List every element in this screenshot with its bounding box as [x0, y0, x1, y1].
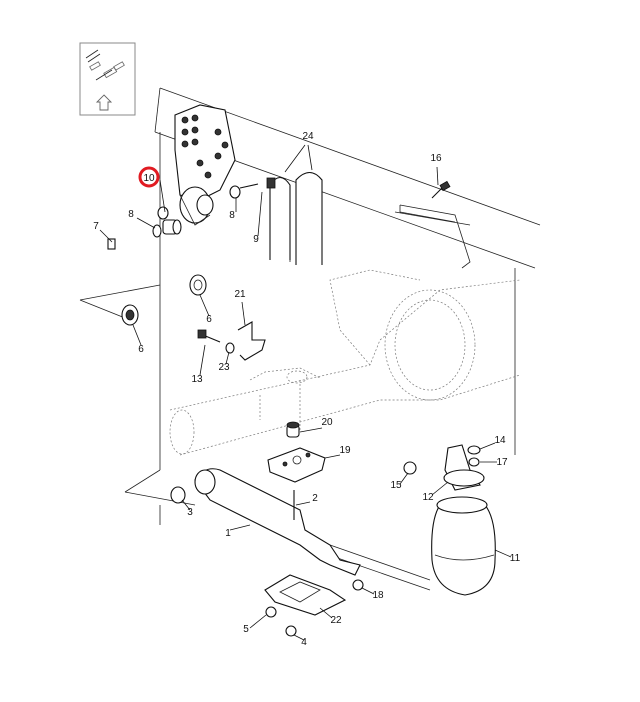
callout-19[interactable]: 19 — [339, 445, 351, 456]
callout-8[interactable]: 8 — [128, 209, 134, 220]
callout-23[interactable]: 23 — [218, 362, 230, 373]
axle-housing-outline — [169, 269, 521, 456]
callout-24[interactable]: 24 — [302, 131, 314, 142]
callout-11[interactable]: 11 — [510, 553, 521, 564]
lower-plate-22 — [264, 574, 364, 637]
u-bolts — [266, 171, 323, 265]
callout-13[interactable]: 13 — [191, 374, 203, 385]
callout-5[interactable]: 5 — [243, 624, 249, 635]
spring-seat-19 — [267, 421, 326, 483]
callout-6[interactable]: 6 — [138, 344, 144, 355]
callout-8[interactable]: 8 — [229, 210, 235, 221]
highlighted-callout-10[interactable]: 10 — [138, 166, 160, 188]
bracket-21-assembly — [197, 321, 266, 361]
callout-18[interactable]: 18 — [372, 590, 384, 601]
callout-1[interactable]: 1 — [225, 528, 231, 539]
callout-21[interactable]: 21 — [234, 289, 246, 300]
trailing-arm-1 — [170, 468, 361, 576]
up-arrow-icon — [95, 94, 113, 111]
callout-12[interactable]: 12 — [422, 492, 434, 503]
callout-14[interactable]: 14 — [494, 435, 506, 446]
callout-7[interactable]: 7 — [93, 221, 99, 232]
callout-15[interactable]: 15 — [390, 480, 402, 491]
hanger-bracket — [174, 104, 236, 226]
callout-3[interactable]: 3 — [187, 507, 193, 518]
leader-lines — [99, 144, 512, 641]
air-spring-11-assembly — [403, 444, 496, 596]
callout-2[interactable]: 2 — [312, 493, 318, 504]
pivot-bolt-assembly — [107, 183, 259, 250]
bushings-6 — [121, 274, 207, 326]
callout-20[interactable]: 20 — [321, 417, 333, 428]
callout-16[interactable]: 16 — [430, 153, 442, 164]
highlight-label: 10 — [143, 173, 155, 184]
callout-22[interactable]: 22 — [330, 615, 342, 626]
bolt-16 — [431, 180, 451, 199]
callout-6[interactable]: 6 — [206, 314, 212, 325]
callout-4[interactable]: 4 — [301, 637, 307, 648]
callout-17[interactable]: 17 — [496, 457, 508, 468]
navigation-thumbnail-icon[interactable] — [79, 42, 136, 116]
callout-9[interactable]: 9 — [253, 234, 259, 245]
